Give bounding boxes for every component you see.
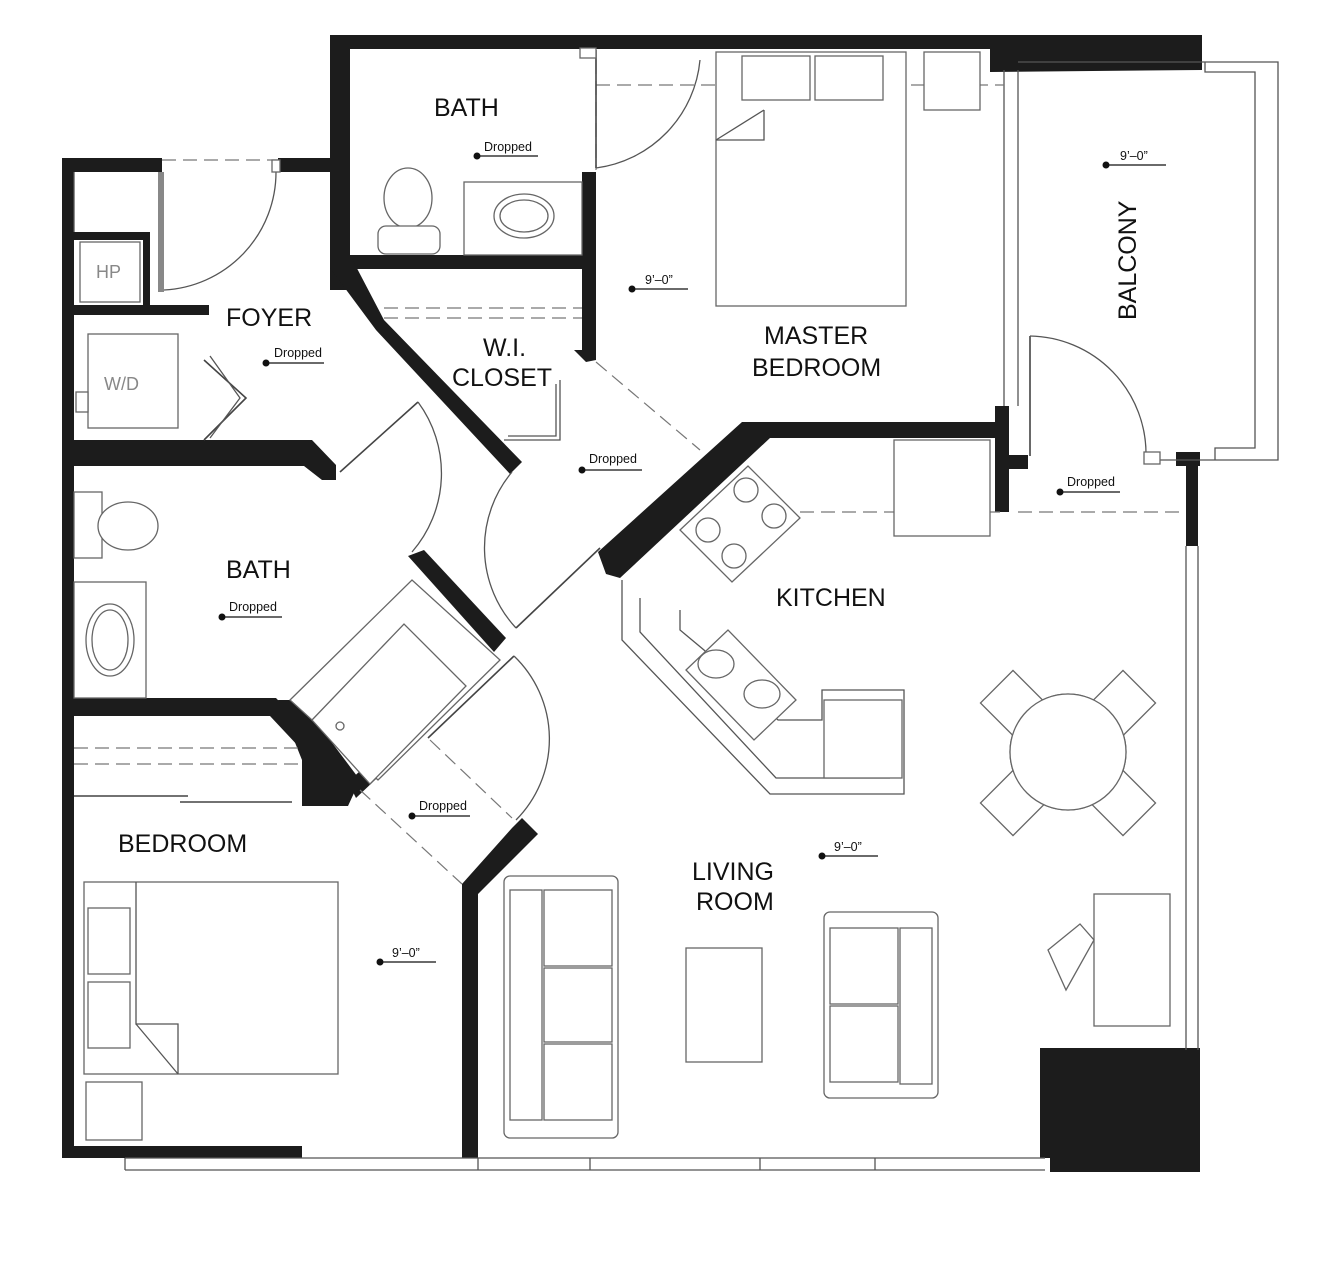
room-labels: BATH FOYER W.I. CLOSET MASTER BEDROOM BA… — [96, 94, 1142, 916]
ceiling-note-kitchen: Dropped — [1056, 475, 1120, 496]
wi-closet-label-line1: W.I. — [483, 334, 526, 362]
fixtures — [73, 51, 1171, 1141]
balcony-label: BALCONY — [1114, 200, 1142, 320]
wi-closet-label-line2: CLOSET — [452, 364, 552, 392]
master-bedroom-label-line1: MASTER — [764, 322, 868, 350]
sink-icon — [463, 181, 583, 256]
ceiling-note-bath-top: Dropped — [473, 140, 538, 160]
svg-text:9’–0”: 9’–0” — [834, 840, 862, 854]
bath-top-label: BATH — [434, 94, 499, 122]
ceiling-note-corridor: Dropped — [578, 452, 642, 474]
ceiling-note-master: 9’–0” — [628, 273, 688, 293]
loveseat-icon — [823, 911, 939, 1099]
kitchen-counter — [621, 580, 905, 795]
bedroom-label: BEDROOM — [118, 830, 247, 858]
toilet-icon — [73, 491, 159, 559]
svg-text:9’–0”: 9’–0” — [392, 946, 420, 960]
wd-label: W/D — [104, 374, 139, 394]
dining-table-icon — [979, 669, 1157, 837]
ceiling-note-bedroom: 9’–0” — [376, 946, 436, 966]
desk-icon — [1047, 893, 1171, 1027]
ceiling-note-bedroom-hall: Dropped — [408, 799, 470, 820]
range-icon — [679, 465, 801, 583]
svg-text:Dropped: Dropped — [274, 346, 322, 360]
ceiling-note-bath-mid: Dropped — [218, 600, 282, 621]
bed-icon — [715, 51, 981, 307]
bath-mid-label: BATH — [226, 556, 291, 584]
master-bedroom-label-line2: BEDROOM — [752, 354, 881, 382]
svg-text:Dropped: Dropped — [1067, 475, 1115, 489]
svg-text:Dropped: Dropped — [419, 799, 467, 813]
hp-label: HP — [96, 262, 121, 282]
windows — [73, 61, 1279, 1171]
living-room-label-line2: ROOM — [696, 888, 774, 916]
kitchen-label: KITCHEN — [776, 584, 886, 612]
foyer-label: FOYER — [226, 304, 312, 332]
svg-text:Dropped: Dropped — [229, 600, 277, 614]
sofa-icon — [503, 875, 619, 1139]
svg-text:9’–0”: 9’–0” — [1120, 149, 1148, 163]
coffee-table-icon — [685, 947, 763, 1063]
svg-text:Dropped: Dropped — [589, 452, 637, 466]
walls — [62, 35, 1202, 1172]
toilet-icon — [377, 167, 441, 255]
svg-text:9’–0”: 9’–0” — [645, 273, 673, 287]
ceiling-notes: Dropped Dropped 9’–0” 9’–0” Dropped Drop… — [218, 140, 1166, 966]
ceiling-note-living: 9’–0” — [818, 840, 878, 860]
ceiling-note-balcony: 9’–0” — [1102, 149, 1166, 169]
sink-icon — [73, 581, 147, 699]
doors — [158, 47, 1161, 821]
ceiling-note-foyer: Dropped — [262, 346, 324, 367]
living-room-label-line1: LIVING — [692, 858, 774, 886]
bed-icon — [83, 881, 339, 1141]
bathtub-icon — [289, 579, 501, 785]
svg-text:Dropped: Dropped — [484, 140, 532, 154]
